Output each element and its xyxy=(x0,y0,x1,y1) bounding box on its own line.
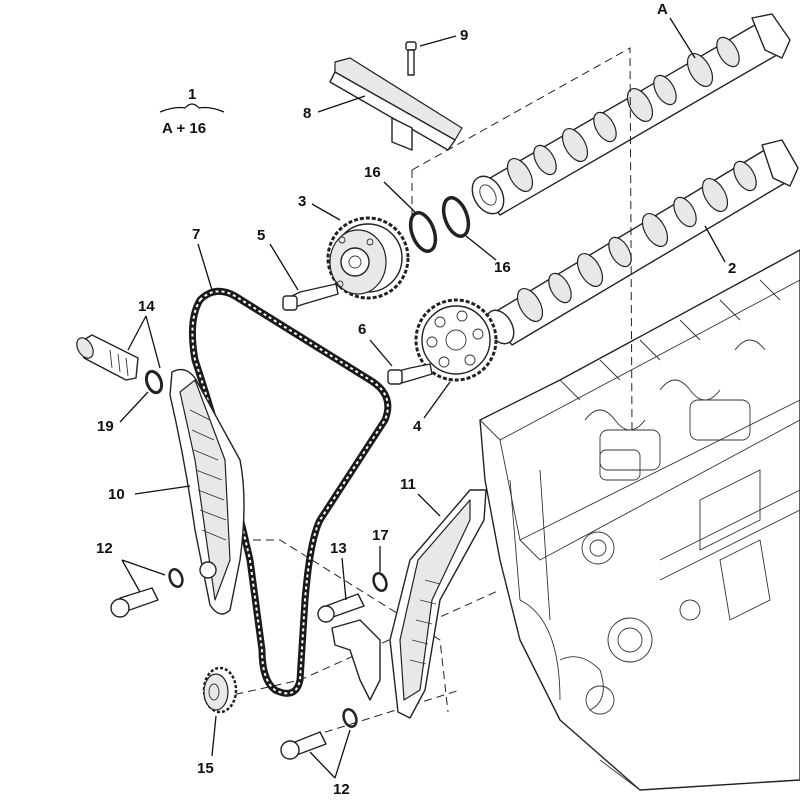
timing-chain xyxy=(188,287,392,697)
leader-16-lower xyxy=(465,235,497,261)
guide-bolt-lower xyxy=(280,708,358,760)
leader-14-b xyxy=(145,315,161,369)
callout-13: 13 xyxy=(330,540,347,557)
callout-10: 10 xyxy=(108,486,125,503)
leader-11 xyxy=(417,493,441,517)
leader-10 xyxy=(134,485,191,495)
assembly-line-e xyxy=(299,689,461,741)
leader-12-upper-b xyxy=(121,559,141,593)
callout-15: 15 xyxy=(197,760,214,777)
callout-9: 9 xyxy=(460,27,468,44)
leader-9 xyxy=(419,35,457,47)
callout-3: 3 xyxy=(298,193,306,210)
leader-15 xyxy=(211,715,217,757)
callout-1-number: 1 xyxy=(188,86,196,103)
callout-12-lower: 12 xyxy=(333,781,350,798)
fixed-guide xyxy=(331,489,487,719)
phaser-bolt xyxy=(282,283,339,311)
assembly-line-c xyxy=(240,539,449,713)
leader-A xyxy=(669,17,696,59)
exhaust-sprocket xyxy=(414,298,498,382)
tensioner-guide xyxy=(169,368,245,615)
callout-1-formula: A + 16 xyxy=(162,120,206,137)
callout-12-upper: 12 xyxy=(96,540,113,557)
chain-tensioner xyxy=(76,334,139,381)
assembly-line-a xyxy=(411,47,633,431)
callout-5: 5 xyxy=(257,227,265,244)
camshaft-a xyxy=(471,13,791,216)
leader-14-a xyxy=(127,315,147,351)
washer-17 xyxy=(372,572,388,592)
callout-A: A xyxy=(657,1,668,18)
leader-12-upper-a xyxy=(121,559,166,576)
callout-8: 8 xyxy=(303,105,311,122)
callout-16-upper: 16 xyxy=(364,164,381,181)
camshaft-phaser xyxy=(326,216,410,300)
leader-13 xyxy=(341,557,347,601)
leader-2 xyxy=(704,225,726,263)
callout-19: 19 xyxy=(97,418,114,435)
callout-11: 11 xyxy=(400,476,416,493)
camshaft-2 xyxy=(485,139,799,346)
callout-14: 14 xyxy=(138,298,155,315)
leader-5 xyxy=(269,243,299,291)
callout-17: 17 xyxy=(372,527,389,544)
tensioner-seal-ring xyxy=(144,369,164,395)
leader-16-upper xyxy=(383,181,416,213)
guide-bolt-13 xyxy=(317,593,365,623)
callout-6: 6 xyxy=(358,321,366,338)
guide-bolt-upper xyxy=(110,568,184,618)
sprocket-bolt xyxy=(387,363,433,385)
guide-bolt xyxy=(405,41,417,76)
callout-16-lower: 16 xyxy=(494,259,511,276)
upper-chain-guide xyxy=(329,57,463,151)
leader-19 xyxy=(119,391,149,423)
cylinder-head-block xyxy=(479,249,800,791)
seal-rings xyxy=(408,196,471,253)
leader-8 xyxy=(317,95,366,113)
callout-2: 2 xyxy=(728,260,736,277)
leader-12-lower-a xyxy=(309,751,336,779)
leader-12-lower-b xyxy=(334,729,351,779)
leader-4 xyxy=(423,381,451,419)
callout-4: 4 xyxy=(413,418,422,435)
leader-7 xyxy=(197,243,213,291)
crankshaft-sprocket xyxy=(202,666,238,714)
leader-3 xyxy=(311,203,341,221)
leader-6 xyxy=(369,339,393,367)
callout-7: 7 xyxy=(192,226,200,243)
callout-1: 1 A + 16 xyxy=(159,86,225,137)
